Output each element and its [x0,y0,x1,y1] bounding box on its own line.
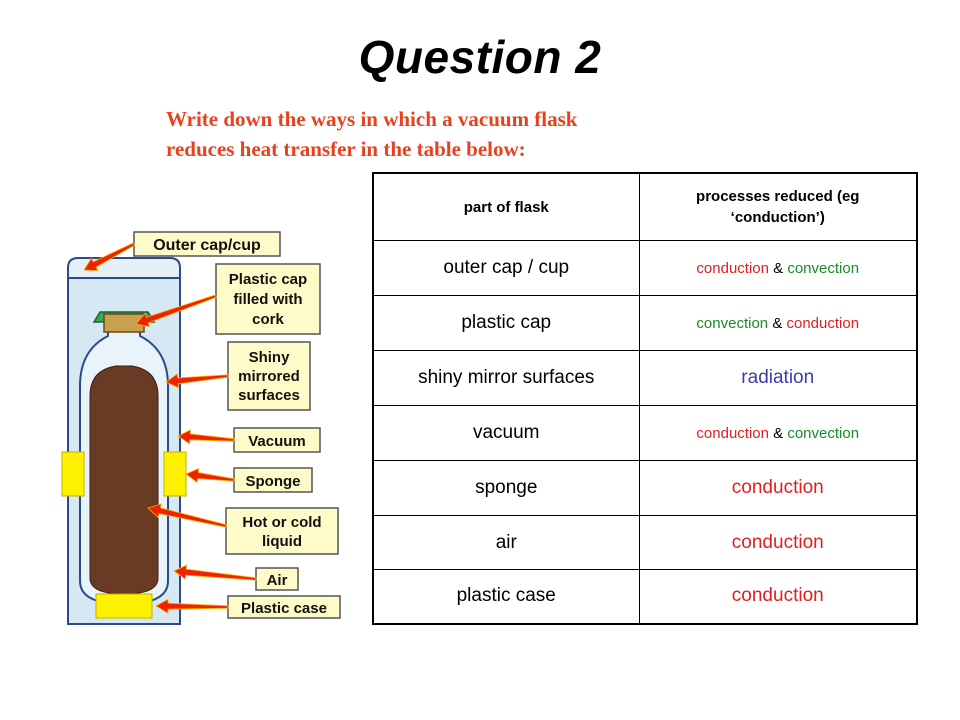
table-row: outer cap / cup conduction & convection [372,240,918,296]
part-cell: plastic cap [372,295,640,351]
label-sponge: Sponge [233,467,313,493]
table-row: sponge conduction [372,460,918,516]
pointer-arrows [83,242,257,614]
table-header-row: part of flask processes reduced (eg ‘con… [372,172,918,241]
table-row: plastic case conduction [372,569,918,624]
part-cell: plastic case [372,569,640,624]
table-row: shiny mirror surfaces radiation [372,350,918,406]
label-text: liquid [262,533,302,550]
label-text: Plastic case [241,600,327,617]
header-process-line: processes reduced (eg [696,188,860,205]
arrow-liquid [147,503,227,528]
process-cell: conduction & convection [638,405,918,461]
header-part: part of flask [372,172,640,241]
arrow-vacuum [177,429,235,445]
label-text: Outer cap/cup [153,237,261,254]
process-word: conduction [696,424,769,442]
amp: & [773,424,784,442]
sponge-right [163,451,187,497]
process-cell: convection & conduction [638,295,918,351]
process-word: convection [696,314,769,332]
label-plastic-case: Plastic case [227,595,341,619]
base-pad [95,593,153,619]
label-outer-cap: Outer cap/cup [133,231,281,257]
arrow-shiny [165,373,229,389]
label-shiny-surfaces: Shiny mirrored surfaces [227,341,311,411]
arrow-plastic-cap [135,294,217,328]
label-text: Hot or cold [242,514,321,531]
label-text: cork [252,311,284,328]
amp: & [773,259,784,277]
process-cell: conduction [638,569,918,624]
process-word: convection [787,424,860,442]
label-text: filled with [233,291,302,308]
process-cell: radiation [638,350,918,406]
label-text: surfaces [238,387,300,404]
answer-table: part of flask processes reduced (eg ‘con… [372,172,918,625]
header-process: processes reduced (eg ‘conduction’) [638,172,918,241]
amp: & [772,314,783,332]
instruction-line: reduces heat transfer in the table below… [166,137,526,161]
part-cell: outer cap / cup [372,240,640,296]
process-cell: conduction & convection [638,240,918,296]
part-cell: sponge [372,460,640,516]
part-cell: air [372,515,640,570]
process-word: conduction [786,314,860,332]
process-word: conduction [696,259,769,277]
label-vacuum: Vacuum [233,427,321,453]
table-row: plastic cap convection & conduction [372,295,918,351]
vacuum-flask-diagram: Outer cap/cup Plastic cap filled with co… [61,231,341,625]
label-liquid: Hot or cold liquid [225,507,339,555]
arrow-case [155,598,229,614]
process-word: convection [787,259,860,277]
label-text: Vacuum [248,433,306,450]
label-text: Shiny [249,349,290,366]
table-row: vacuum conduction & convection [372,405,918,461]
arrow-air [173,564,257,581]
label-text: Plastic cap [229,271,307,288]
process-cell: conduction [638,515,918,570]
sponge-left [61,451,85,497]
arrow-sponge [185,467,235,484]
table-row: air conduction [372,515,918,570]
instructions: Write down the ways in which a vacuum fl… [166,104,726,164]
part-cell: shiny mirror surfaces [372,350,640,406]
label-text: mirrored [238,368,300,385]
label-text: Sponge [246,473,301,490]
label-text: Air [267,572,288,589]
label-plastic-cap: Plastic cap filled with cork [215,263,321,335]
instruction-line: Write down the ways in which a vacuum fl… [166,107,578,131]
process-cell: conduction [638,460,918,516]
header-process-line: ‘conduction’) [730,209,825,226]
liquid [89,365,159,595]
arrow-outer-cap [83,242,136,272]
label-air: Air [255,567,299,591]
part-cell: vacuum [372,405,640,461]
page-title: Question 2 [358,31,602,83]
